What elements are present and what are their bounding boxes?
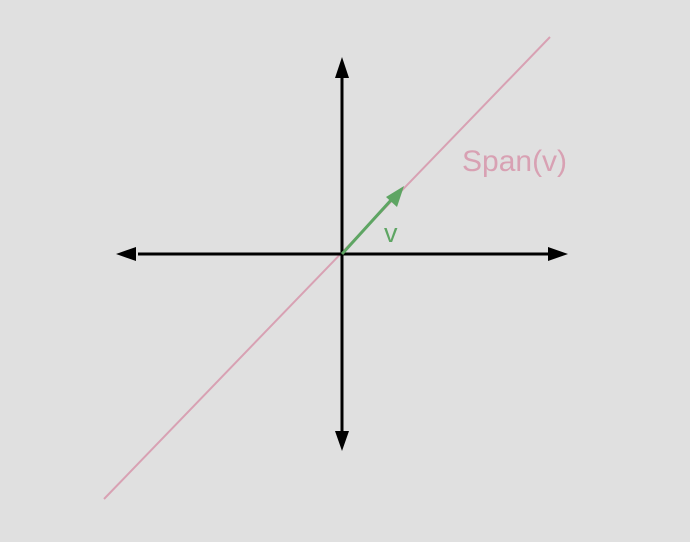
span-line	[103, 36, 551, 500]
vector-v	[340, 186, 404, 256]
vector-v-shaft	[340, 197, 394, 256]
x-axis-right-arrowhead	[548, 247, 568, 261]
x-axis-left-arrowhead	[116, 247, 136, 261]
y-axis-down-arrowhead	[335, 431, 349, 451]
span-label: Span(v)	[462, 145, 567, 178]
axes	[116, 57, 568, 451]
vector-v-arrowhead	[386, 186, 404, 207]
vector-label: v	[384, 218, 398, 248]
y-axis-up-arrowhead	[335, 57, 349, 78]
